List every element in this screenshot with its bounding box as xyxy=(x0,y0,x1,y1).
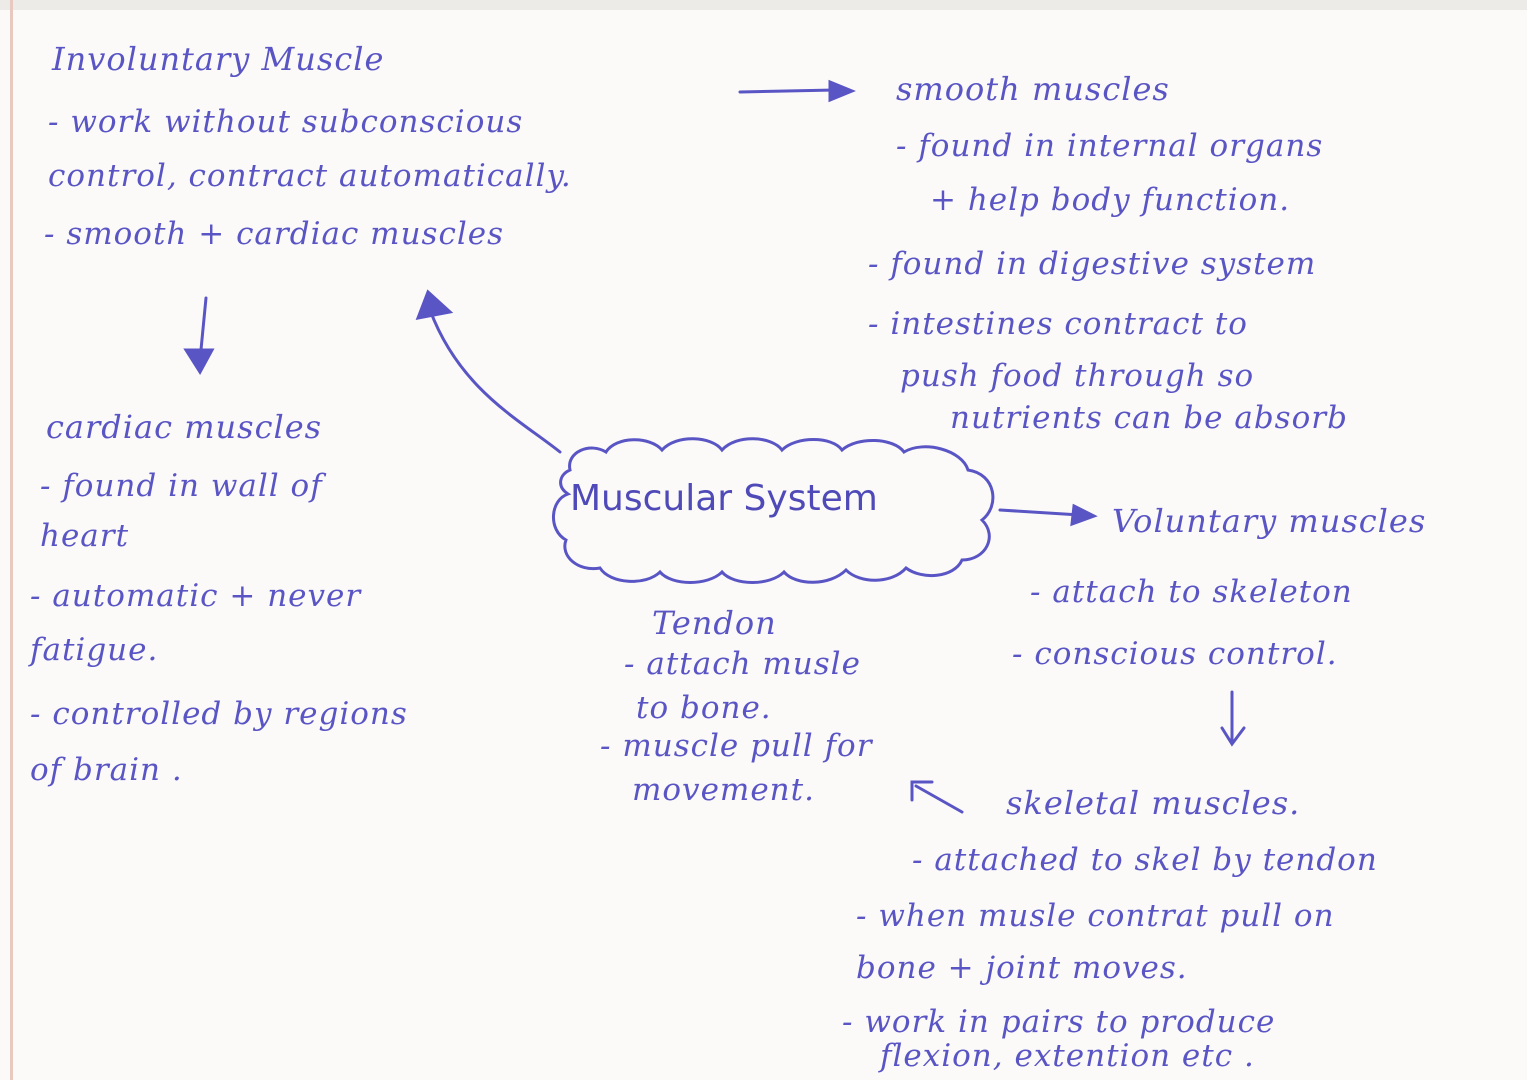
voluntary-heading: Voluntary muscles xyxy=(1112,502,1427,540)
margin-line xyxy=(10,0,13,1080)
involuntary-line-3: - smooth + cardiac muscles xyxy=(44,216,504,252)
involuntary-line-2: control, contract automatically. xyxy=(48,158,572,194)
smooth-line-1: - found in internal organs xyxy=(896,128,1324,164)
cardiac-line-5: - controlled by regions xyxy=(30,696,408,732)
involuntary-heading: Involuntary Muscle xyxy=(52,40,385,78)
smooth-heading: smooth muscles xyxy=(896,70,1170,108)
tendon-line-3: - muscle pull for xyxy=(600,728,873,764)
skeletal-line-5: flexion, extention etc . xyxy=(880,1038,1255,1074)
page-top-edge xyxy=(0,0,1527,10)
arrow-skeletal-to-tendon xyxy=(914,784,964,814)
arrow-system-to-involuntary xyxy=(428,308,562,454)
tendon-line-4: movement. xyxy=(632,772,815,808)
involuntary-line-1: - work without subconscious xyxy=(48,104,524,140)
skeletal-line-2: - when musle contrat pull on xyxy=(856,898,1335,934)
tendon-heading: Tendon xyxy=(652,604,777,642)
voluntary-line-1: - attach to skeleton xyxy=(1030,574,1353,610)
cardiac-line-3: - automatic + never xyxy=(30,578,362,614)
cardiac-line-6: of brain . xyxy=(30,752,183,788)
smooth-line-5: push food through so xyxy=(900,358,1255,394)
tendon-line-2: to bone. xyxy=(636,690,772,726)
voluntary-line-2: - conscious control. xyxy=(1012,636,1338,672)
cardiac-line-1: - found in wall of xyxy=(40,468,323,504)
skeletal-line-1: - attached to skel by tendon xyxy=(912,842,1378,878)
smooth-line-4: - intestines contract to xyxy=(868,306,1248,342)
smooth-line-2: + help body function. xyxy=(930,182,1291,218)
skeletal-line-4: - work in pairs to produce xyxy=(842,1004,1276,1040)
arrow-system-to-voluntary xyxy=(998,508,1082,517)
arrow-involuntary-to-smooth xyxy=(738,88,837,94)
skeletal-line-3: bone + joint moves. xyxy=(856,950,1188,986)
tendon-line-1: - attach musle xyxy=(624,646,861,682)
smooth-line-3: - found in digestive system xyxy=(868,246,1317,282)
cardiac-heading: cardiac muscles xyxy=(46,408,323,446)
cardiac-line-4: fatigue. xyxy=(30,632,159,668)
smooth-line-6: nutrients can be absorb xyxy=(950,400,1348,436)
cardiac-line-2: heart xyxy=(40,518,130,554)
muscular-system-label: Muscular System xyxy=(570,478,878,519)
cloud-outline xyxy=(552,437,995,584)
skeletal-heading: skeletal muscles. xyxy=(1006,784,1301,822)
